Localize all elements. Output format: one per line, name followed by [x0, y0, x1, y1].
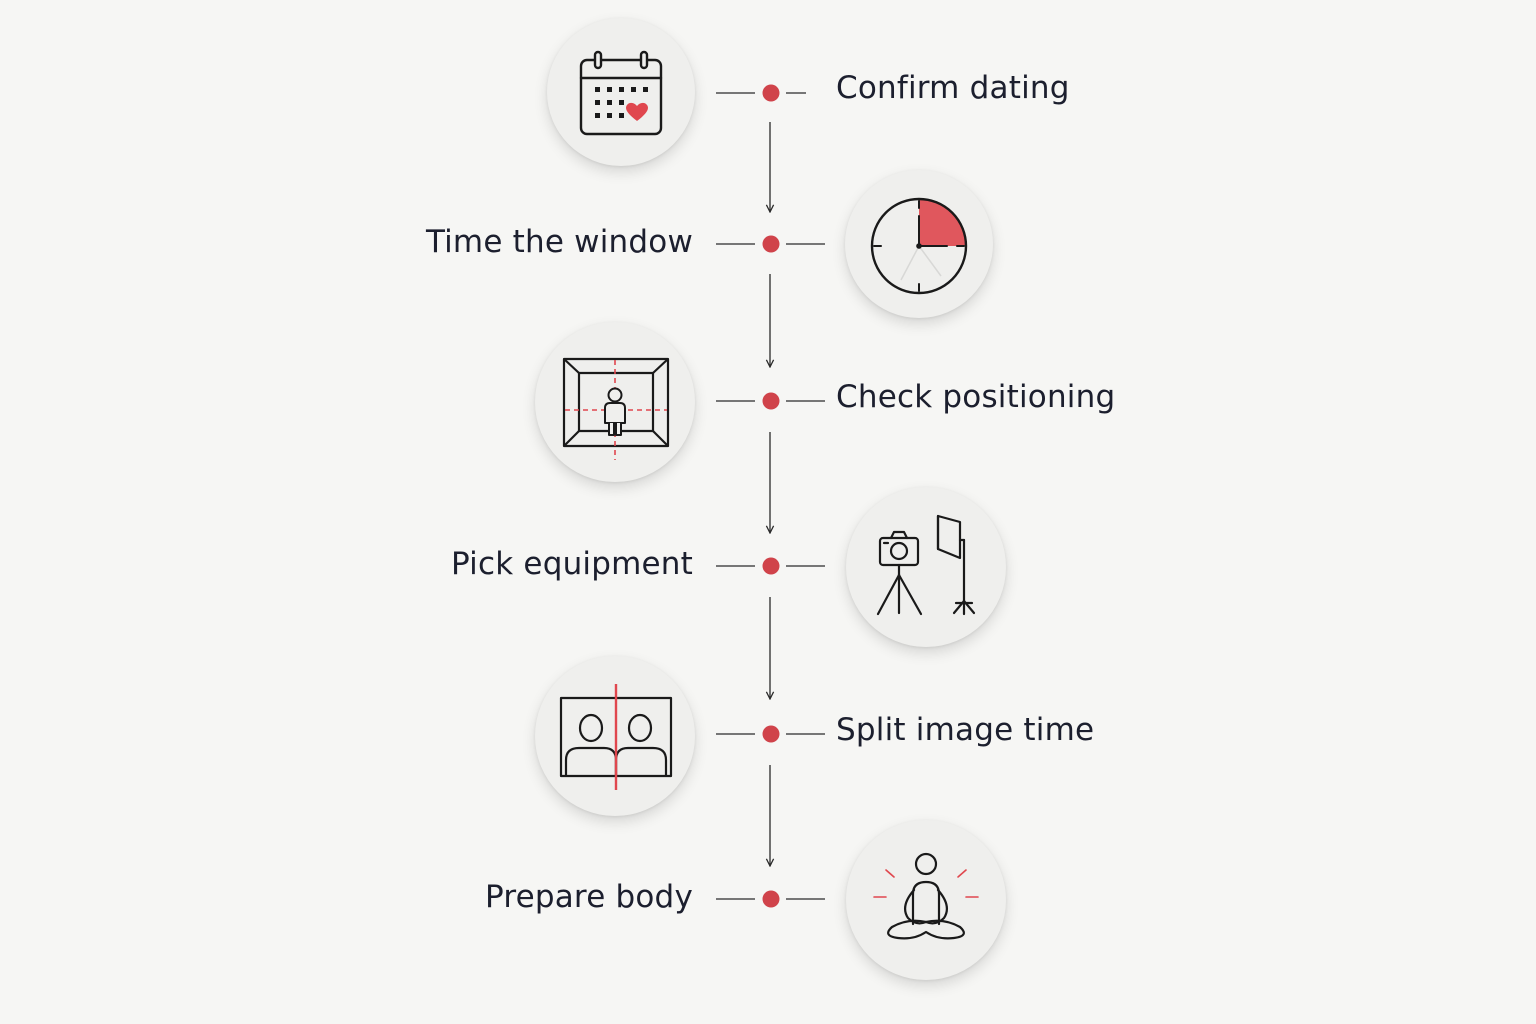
step-1-icon-circle	[547, 18, 695, 166]
calendar-heart-icon	[579, 50, 663, 136]
step-node-dot	[762, 235, 780, 253]
clock-icon	[870, 197, 968, 295]
step-node-dot	[762, 725, 780, 743]
step-node-dot	[762, 557, 780, 575]
step-3-icon-circle	[535, 322, 695, 482]
step-4-icon-circle	[846, 487, 1006, 647]
meditation-icon	[873, 852, 979, 940]
step-2-label: Time the window	[425, 224, 693, 260]
step-connector-2	[716, 235, 825, 253]
step-1-label: Confirm dating	[836, 70, 1070, 106]
room-positioning-icon	[562, 357, 670, 460]
step-2-icon-circle	[845, 170, 993, 318]
step-node-dot	[762, 890, 780, 908]
step-node-dot	[762, 392, 780, 410]
split-image-icon	[559, 684, 673, 790]
step-4-label: Pick equipment	[450, 546, 693, 582]
step-5-label: Split image time	[836, 712, 1095, 748]
step-connector-5	[716, 725, 825, 743]
step-connector-6	[716, 890, 825, 908]
step-connector-1	[716, 84, 806, 102]
step-connector-4	[716, 557, 825, 575]
camera-tripod-light-icon	[876, 514, 976, 616]
step-5-icon-circle	[535, 656, 695, 816]
step-connector-3	[716, 392, 825, 410]
step-6-label: Prepare body	[484, 879, 693, 915]
step-3-label: Check positioning	[836, 379, 1116, 415]
step-6-icon-circle	[846, 820, 1006, 980]
step-node-dot	[762, 84, 780, 102]
